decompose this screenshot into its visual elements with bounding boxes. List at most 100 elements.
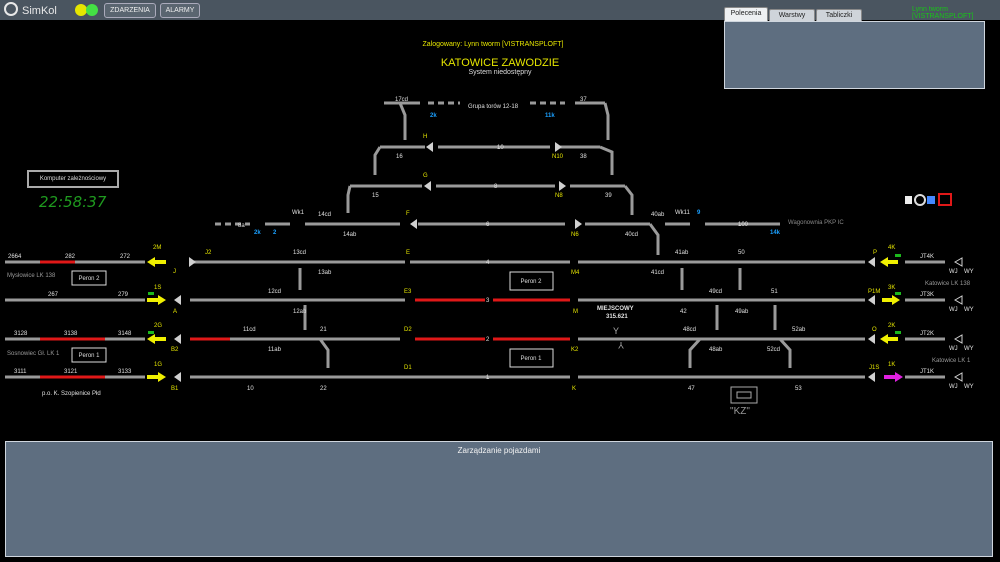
block-label: 267 bbox=[48, 292, 59, 298]
switch-label: 13ab bbox=[318, 270, 332, 276]
switch-label: 37 bbox=[580, 97, 587, 103]
platform-labels: Peron 2 Peron 2 Peron 1 Peron 1 bbox=[78, 276, 542, 362]
switch-label: 41ab bbox=[675, 250, 689, 256]
signal-label: N10 bbox=[552, 154, 564, 160]
line-label: Katowice LK 1 bbox=[932, 358, 971, 364]
kz-cabinet-icon[interactable] bbox=[730, 386, 758, 404]
signal-label: 1K bbox=[888, 362, 895, 368]
events-button[interactable]: ZDARZENIA bbox=[104, 3, 156, 18]
line-label: Katowice LK 138 bbox=[925, 281, 971, 287]
status-light-green-icon bbox=[86, 4, 98, 16]
block-label: 272 bbox=[120, 254, 131, 260]
counter-label: 11k bbox=[545, 113, 555, 119]
switch-label: 52cd bbox=[767, 347, 780, 353]
track-lines bbox=[5, 101, 945, 379]
signal-chevrons bbox=[174, 142, 875, 382]
block-label: 3133 bbox=[118, 369, 132, 375]
switch-label: 11ab bbox=[268, 347, 282, 353]
switch-label: Wk1 bbox=[292, 210, 305, 216]
switch-label: 10 bbox=[247, 386, 254, 392]
login-status: Lynn tworm [VISTRANSPLOFT] bbox=[912, 6, 974, 20]
layer-color-icon[interactable] bbox=[927, 196, 935, 204]
direction-label: WJ bbox=[949, 307, 958, 313]
logged-in-user: Zalogowany: Lynn tworm [VISTRANSPLOFT] bbox=[423, 41, 564, 48]
switch-label: 51 bbox=[771, 289, 778, 295]
switch-label: 50 bbox=[738, 250, 745, 256]
signal-labels: H N10 G N8 F N6 E M4 E3 M D2 K2 D1 K 2M … bbox=[153, 134, 895, 392]
block-label: JT1K bbox=[920, 369, 934, 375]
switch-label: 22 bbox=[320, 386, 327, 392]
switch-label: 38 bbox=[580, 154, 587, 160]
platform-label: Peron 1 bbox=[520, 356, 542, 362]
signal-label: E bbox=[406, 250, 410, 256]
signal-label: P bbox=[873, 250, 877, 256]
line-label: p.o. K. Szopienice Płd bbox=[42, 391, 101, 397]
line-label: Mysłowice LK 138 bbox=[7, 273, 56, 279]
direction-label: WY bbox=[964, 269, 974, 275]
track-number: 8 bbox=[494, 184, 498, 190]
occupied-segments bbox=[40, 260, 570, 379]
switch-label: 53 bbox=[795, 386, 802, 392]
signal-label: 2G bbox=[154, 323, 162, 329]
switch-label: 49ab bbox=[735, 309, 749, 315]
switch-label: 17cd bbox=[395, 97, 408, 103]
block-label: 3148 bbox=[118, 331, 132, 337]
interlocking-computer-box[interactable]: Komputer zależnościowy bbox=[27, 170, 119, 188]
signal-label: K bbox=[572, 386, 576, 392]
signal-label: K2 bbox=[571, 347, 579, 353]
block-label: 2664 bbox=[8, 254, 22, 260]
layer-red-icon[interactable] bbox=[938, 193, 952, 206]
track-number: 10 bbox=[497, 145, 504, 151]
platform-label: Peron 1 bbox=[78, 353, 100, 359]
track-number: 6 bbox=[486, 222, 490, 228]
counter-label: 9 bbox=[697, 210, 701, 216]
line-label: Sosnowiec Gł. LK 1 bbox=[7, 351, 60, 357]
counter-label: 14k bbox=[770, 230, 781, 236]
vehicle-management-panel: Zarządzanie pojazdami bbox=[5, 441, 993, 557]
logo-icon bbox=[4, 2, 18, 16]
vehicle-management-title: Zarządzanie pojazdami bbox=[457, 446, 541, 455]
signal-label: N6 bbox=[571, 232, 579, 238]
block-label: JT4K bbox=[920, 254, 934, 260]
signal-label: P1M bbox=[868, 289, 880, 295]
stop-name: MIEJSCOWY bbox=[597, 306, 634, 312]
platforms bbox=[71, 270, 554, 368]
layer-white-icon[interactable] bbox=[905, 196, 912, 204]
signal-green-marks bbox=[148, 254, 901, 334]
signal-label: D1 bbox=[404, 365, 412, 371]
block-label: 3138 bbox=[64, 331, 78, 337]
signal-label: J1S bbox=[869, 365, 879, 371]
stop-icon: Y bbox=[613, 326, 619, 336]
counter-label: 2k bbox=[254, 230, 261, 236]
layer-ring-icon[interactable] bbox=[914, 194, 926, 206]
station-clock: 22:58:37 bbox=[39, 193, 107, 211]
signal-label: 2M bbox=[153, 245, 161, 251]
signal-label: E3 bbox=[404, 289, 412, 295]
switch-label: Wk11 bbox=[675, 210, 691, 216]
switch-label: 40ab bbox=[651, 212, 665, 218]
switch-label: 21 bbox=[320, 327, 327, 333]
command-panel-content bbox=[724, 21, 985, 89]
signal-label: B2 bbox=[171, 347, 179, 353]
app-name: SimKol bbox=[22, 5, 57, 17]
switch-label: 47 bbox=[688, 386, 695, 392]
signal-label: 1G bbox=[154, 362, 162, 368]
signal-label: J2 bbox=[205, 250, 212, 256]
track-number: 3 bbox=[486, 298, 490, 304]
signal-label: G bbox=[423, 173, 428, 179]
block-label: JT3K bbox=[920, 292, 934, 298]
system-status: System niedostępny bbox=[468, 69, 532, 76]
track-number: 1 bbox=[486, 375, 490, 381]
switch-label: 42 bbox=[680, 309, 687, 315]
signal-label: 3K bbox=[888, 285, 895, 291]
switch-label: 48cd bbox=[683, 327, 696, 333]
alarms-button[interactable]: ALARMY bbox=[160, 3, 200, 18]
signal-label: F bbox=[406, 211, 410, 217]
switch-label: 14cd bbox=[318, 212, 331, 218]
stop-km: 315.621 bbox=[606, 314, 628, 320]
signal-label: M bbox=[573, 309, 578, 315]
station-track-diagram: Zalogowany: Lynn tworm [VISTRANSPLOFT] K… bbox=[5, 41, 974, 417]
command-panel: Polecenia Warstwy Tabliczki bbox=[723, 6, 986, 90]
signal-label: B1 bbox=[171, 386, 179, 392]
signal-label: 2K bbox=[888, 323, 895, 329]
